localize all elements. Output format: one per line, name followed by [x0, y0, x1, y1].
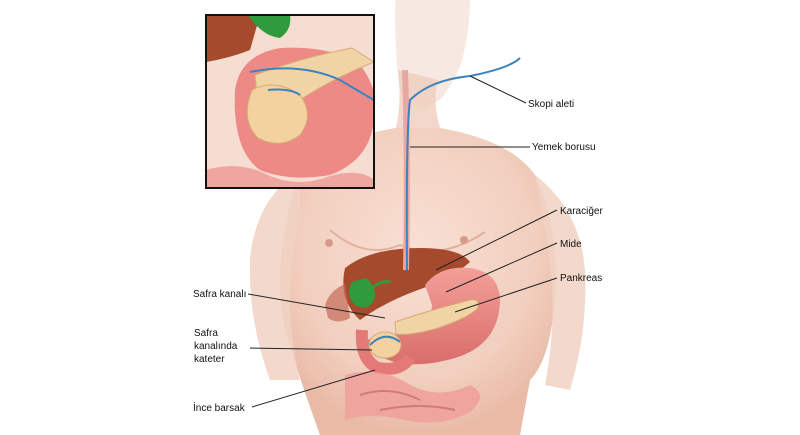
- inset-catheter-region: [246, 84, 308, 144]
- right-arm: [535, 175, 586, 390]
- leader-small-intestine: [251, 369, 376, 408]
- inset-panel: [205, 14, 375, 189]
- small-intestine: [345, 371, 480, 423]
- gallbladder: [349, 278, 375, 308]
- leader-lines: [247, 75, 558, 408]
- pancreas: [394, 299, 479, 335]
- inset-scope: [249, 67, 374, 101]
- leader-liver: [435, 209, 558, 271]
- label-pancreas: Pankreas: [560, 273, 603, 284]
- label-small-intestine: İnce barsak: [193, 403, 245, 414]
- leader-pancreas: [454, 277, 558, 313]
- label-liver: Karaciğer: [560, 206, 603, 217]
- leader-bile-duct: [247, 293, 386, 319]
- label-catheter-line2: kanalında: [194, 341, 238, 352]
- leader-stomach: [445, 242, 558, 293]
- left-arm: [249, 170, 300, 380]
- label-catheter-line1: Safra: [194, 328, 218, 339]
- label-bile-duct: Safra kanalı: [193, 289, 247, 300]
- leader-catheter: [249, 347, 373, 351]
- label-catheter-line3: kateter: [194, 354, 225, 365]
- label-endoscope: Skopi aleti: [528, 99, 575, 110]
- liver: [343, 248, 470, 320]
- label-esophagus: Yemek borusu: [532, 142, 596, 153]
- left-nipple: [325, 239, 333, 247]
- inset-gallbladder: [248, 15, 291, 38]
- label-catheter: Safra kanalında kateter: [194, 327, 254, 366]
- label-stomach: Mide: [560, 239, 582, 250]
- leader-endoscope: [469, 75, 527, 104]
- right-nipple: [460, 236, 468, 244]
- duodenum: [355, 329, 415, 375]
- inset-liver: [206, 15, 260, 62]
- endoscope-tube: [405, 57, 521, 271]
